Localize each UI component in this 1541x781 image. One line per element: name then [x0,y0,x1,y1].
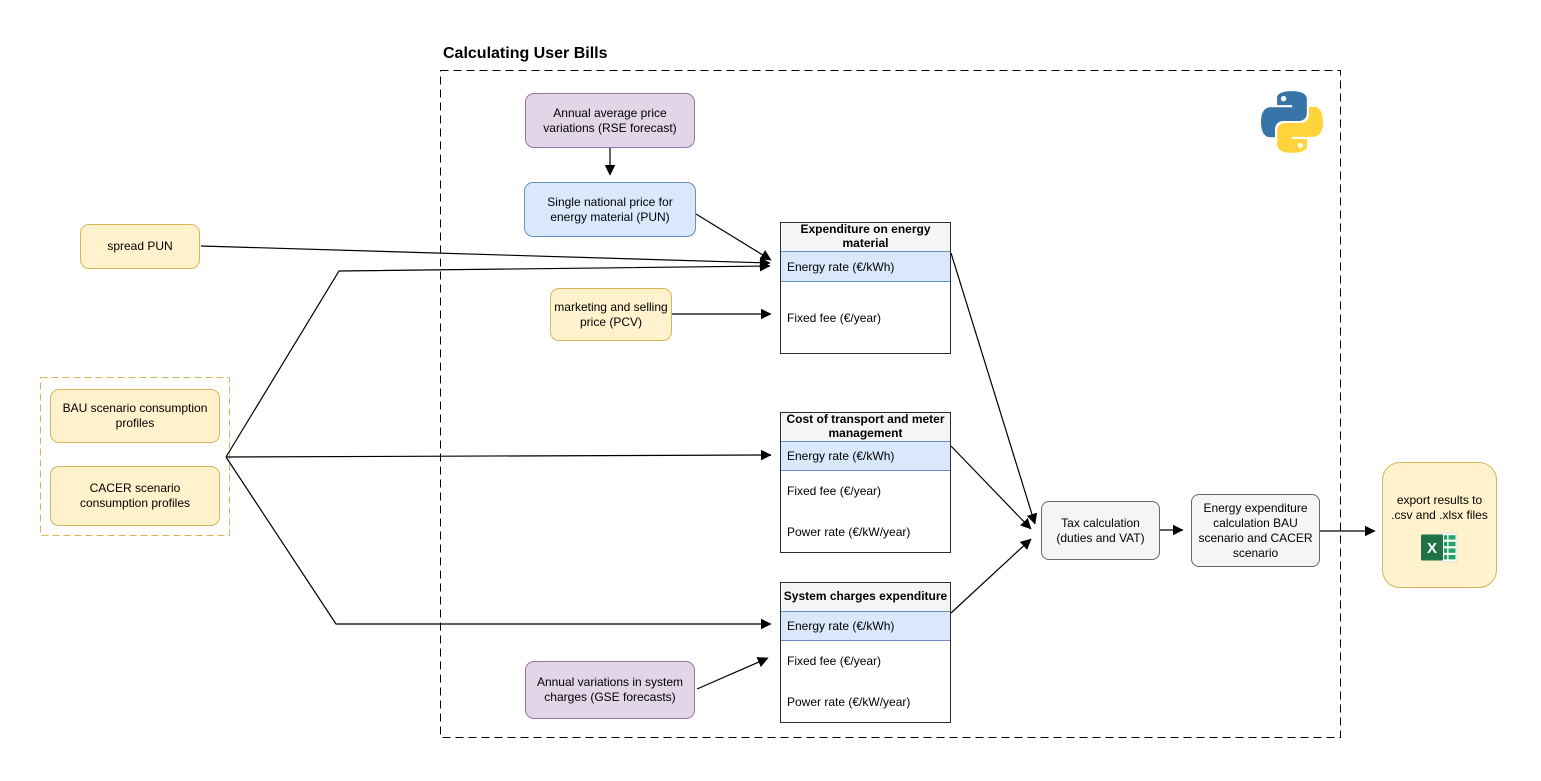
node-spread-pun: spread PUN [80,224,200,269]
table-header: Cost of transport and meter management [781,412,950,441]
table-row-power-rate: Power rate (€/kW/year) [787,524,911,539]
arrow-pun-to-energy-rate-1 [695,213,772,261]
table-header: System charges expenditure [781,583,950,611]
export-results-label: export results to .csv and .xlsx files [1391,493,1488,522]
node-cacer-profiles: CACER scenario consumption profiles [50,466,220,526]
node-pun: Single national price for energy materia… [524,182,696,237]
python-icon [1261,91,1323,153]
table-header: Expenditure on energy material [781,222,950,251]
excel-icon: X [1420,532,1457,563]
table-row-fixed-fee: Fixed fee (€/year) [787,310,882,325]
arrow-table1-to-tax [950,252,1038,525]
svg-text:X: X [1426,540,1436,557]
arrow-profiles-to-energy-rate-3 [225,456,772,630]
table-transport-meter-management: Cost of transport and meter management E… [780,412,951,553]
table-row-fixed-fee: Fixed fee (€/year) [787,654,882,668]
arrow-profiles-to-energy-rate-2 [225,449,772,461]
table-row-energy-rate: Energy rate (€/kWh) [781,251,950,282]
node-energy-expenditure: Energy expenditure calculation BAU scena… [1191,494,1320,567]
node-gse-forecasts: Annual variations in system charges (GSE… [525,661,695,719]
arrow-table3-to-tax [950,538,1032,614]
arrow-gse-to-fixed-fee-3 [696,657,769,690]
table-system-charges-expenditure: System charges expenditure Energy rate (… [780,582,951,723]
node-tax-calculation: Tax calculation (duties and VAT) [1041,501,1160,560]
node-export-results: export results to .csv and .xlsx files X [1382,462,1497,588]
diagram-title: Calculating User Bills [443,45,608,62]
node-pcv: marketing and selling price (PCV) [550,288,672,341]
node-bau-profiles: BAU scenario consumption profiles [50,389,220,443]
table-row-fixed-fee: Fixed fee (€/year) [787,484,882,498]
arrow-profiles-to-energy-rate-1 [225,260,771,458]
table-expenditure-energy-material: Expenditure on energy material Energy ra… [780,222,951,354]
arrow-spread-pun-to-energy-rate-1 [200,245,771,269]
arrow-table2-to-tax [950,445,1032,530]
node-rse-forecast: Annual average price variations (RSE for… [525,93,695,148]
table-row-energy-rate: Energy rate (€/kWh) [781,611,950,641]
table-row-power-rate: Power rate (€/kW/year) [787,694,911,709]
table-row-energy-rate: Energy rate (€/kWh) [781,441,950,471]
